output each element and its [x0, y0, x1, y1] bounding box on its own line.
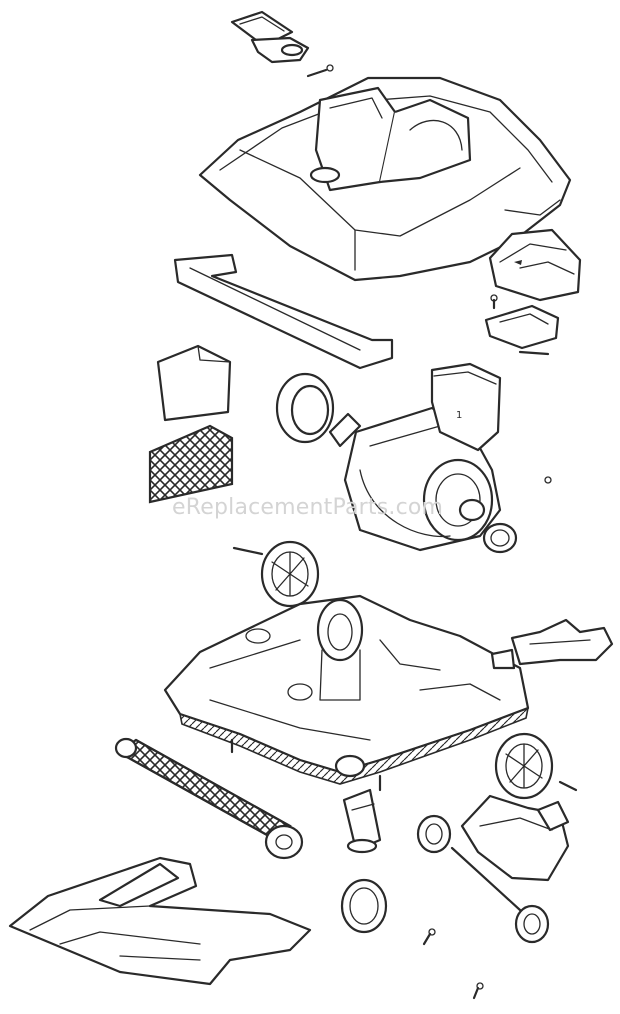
rear-wheel-left — [232, 540, 320, 608]
watermark: eReplacementParts.com — [172, 495, 443, 520]
brush-roll — [114, 737, 304, 860]
base-pan — [163, 594, 530, 785]
motor-assembly: 1 — [343, 362, 552, 554]
rear-wheel-right — [494, 732, 578, 800]
bumper-strip — [173, 253, 394, 370]
bottom-screws — [422, 928, 484, 1000]
ring-gasket — [275, 372, 362, 448]
motor-callout: 1 — [456, 410, 462, 421]
exhaust-grille — [148, 424, 234, 504]
filter-pad — [156, 344, 232, 422]
front-wheel-axle — [416, 794, 570, 944]
pulley-cup — [342, 788, 382, 854]
pins — [230, 738, 382, 792]
cover-plate — [230, 10, 310, 64]
handle-release — [484, 228, 582, 356]
drive-belt — [340, 878, 388, 934]
small-screw-top — [306, 64, 334, 78]
height-adjust-lever — [490, 618, 614, 670]
bottom-plate — [8, 856, 312, 986]
upper-housing — [198, 76, 572, 282]
